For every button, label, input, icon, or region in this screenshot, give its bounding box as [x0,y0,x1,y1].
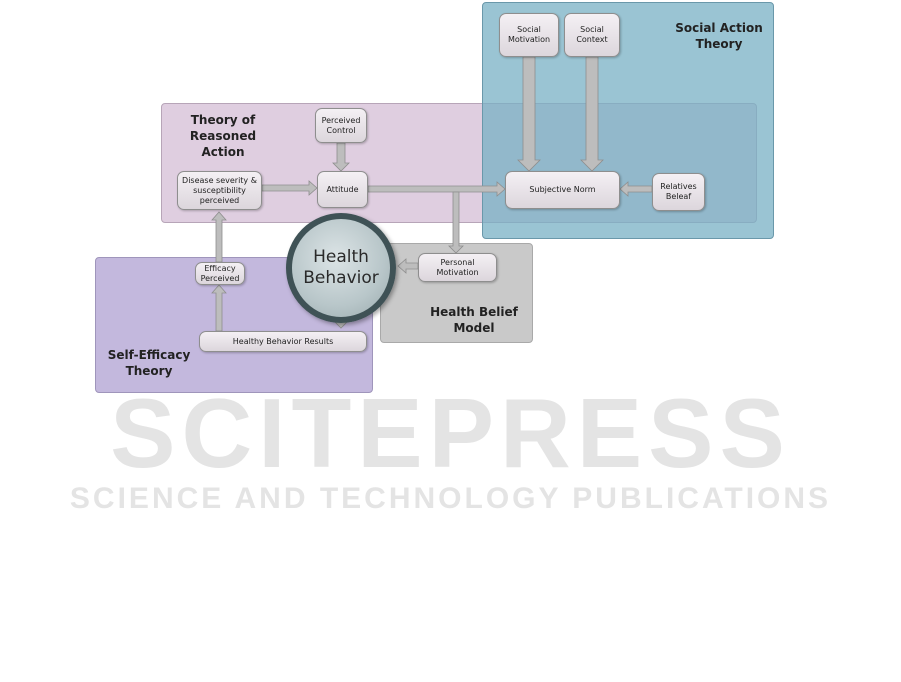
arrow-social-motivation-to-subjective-norm [517,56,541,172]
arrow-social-context-to-subjective-norm [580,56,604,172]
arrow-attitude-to-subjective-norm [367,181,506,197]
relatives-beleaf-node: Relatives Beleaf [652,173,705,211]
disease-severity-node: Disease severity & susceptibility percei… [177,171,262,210]
efficacy-perceived-node: Efficacy Perceived [195,262,245,285]
arrow-perceived-control-to-attitude [332,142,350,172]
watermark-title: SCITEPRESS [110,378,791,488]
theory-of-reasoned-action-title: Theory of Reasoned Action [189,113,257,159]
perceived-control-node: Perceived Control [315,108,367,143]
arrow-norm-line-to-personal-motivation [448,191,464,254]
arrow-results-to-efficacy [211,284,227,332]
health-behavior-circle: Health Behavior [286,213,396,323]
social-action-theory-title: Social Action Theory [675,21,763,51]
health-belief-model-title: Health Belief Model [430,305,518,335]
subjective-norm-node: Subjective Norm [505,171,620,209]
arrow-disease-to-attitude [261,180,318,196]
personal-motivation-node: Personal Motivation [418,253,497,282]
arrow-efficacy-to-disease [211,211,227,263]
watermark-subtitle: SCIENCE AND TECHNOLOGY PUBLICATIONS [69,482,832,515]
arrow-personal-motivation-to-health-behavior [397,258,419,274]
self-efficacy-theory-title: Self-Efficacy Theory [107,348,191,378]
social-motivation-node: Social Motivation [499,13,559,57]
arrow-relatives-to-subjective-norm [619,181,653,197]
healthy-behavior-results-node: Healthy Behavior Results [199,331,367,352]
attitude-node: Attitude [317,171,368,208]
social-context-node: Social Context [564,13,620,57]
